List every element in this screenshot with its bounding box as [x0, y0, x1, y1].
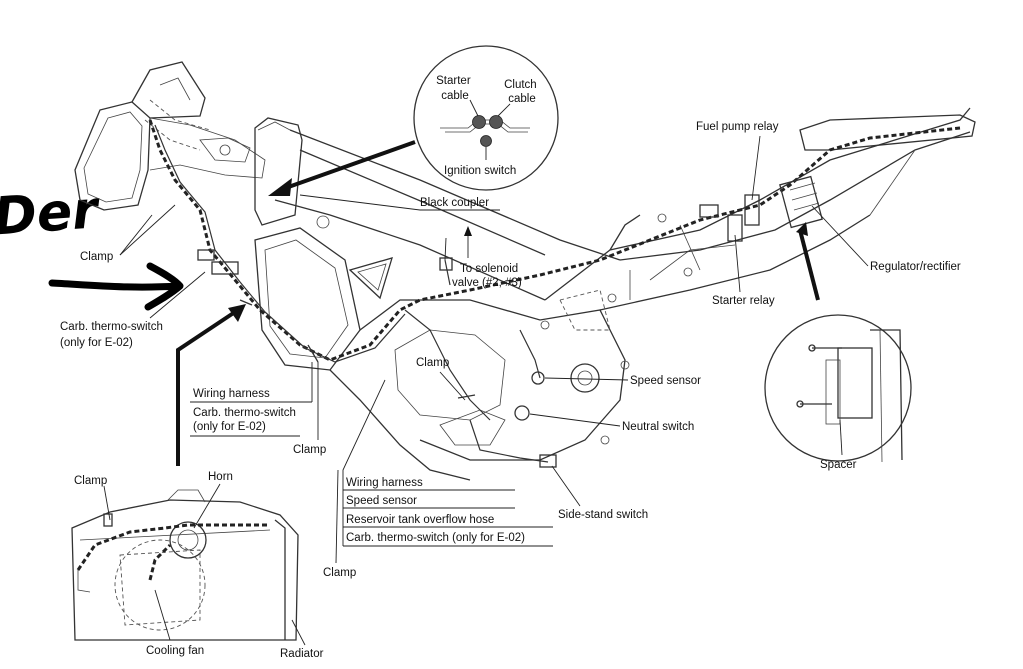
speed-sensor-box2-label: Speed sensor: [346, 495, 417, 507]
clamp-lower-label: Clamp: [293, 444, 326, 456]
ignition-switch-label: Ignition switch: [444, 165, 516, 177]
cooling-fan-label: Cooling fan: [146, 645, 204, 657]
clamp-front-label: Clamp: [80, 251, 113, 263]
radiator-label: Radiator: [280, 648, 324, 660]
motorcycle-frame: [254, 107, 976, 481]
to-solenoid-valve-label: To solenoid valve (#2, #3): [452, 263, 522, 289]
starter-cable-label: Starter cable: [436, 75, 474, 102]
reservoir-tank-overflow-hose-label: Reservoir tank overflow hose: [346, 514, 494, 526]
callout-arrows: [176, 140, 820, 466]
wiring-harness-routing: [148, 119, 961, 468]
wiring-harness-box2-label: Wiring harness: [346, 477, 423, 489]
regulator-mounting-detail: Spacer: [764, 314, 912, 471]
black-coupler-label: Black coupler: [420, 197, 489, 209]
carb-thermo-switch-box2-label: Carb. thermo-switch (only for E-02): [346, 532, 525, 544]
radiator-detail-inset: Clamp Horn Cooling fan Radiator: [71, 471, 324, 660]
clutch-cable-label: Clutch cable: [504, 79, 540, 105]
starter-relay-label: Starter relay: [712, 295, 775, 307]
wiring-harness-box1-label: Wiring harness: [193, 388, 270, 400]
clamp-bottom-label: Clamp: [323, 567, 356, 579]
callout-labels: Black coupler To solenoid valve (#2, #3)…: [60, 121, 961, 579]
speed-sensor-label: Speed sensor: [630, 375, 701, 387]
handwritten-arrow: [48, 262, 184, 311]
handwritten-scrawl: Der: [0, 180, 103, 247]
handwritten-marks: Der: [0, 180, 184, 311]
side-stand-switch-label: Side-stand switch: [558, 509, 648, 521]
carb-thermo-switch-left-label: Carb. thermo-switch (only for E-02): [60, 321, 166, 349]
fuel-pump-relay-label: Fuel pump relay: [696, 121, 779, 133]
clamp-center-label: Clamp: [416, 357, 449, 369]
cable-routing-detail: Starter cable Clutch cable Ignition swit…: [413, 45, 559, 191]
headlight-assembly: [74, 61, 266, 211]
carb-thermo-switch-box1-label: Carb. thermo-switch (only for E-02): [193, 407, 299, 433]
clamp-inset-label: Clamp: [74, 475, 107, 487]
spacer-label: Spacer: [820, 459, 857, 471]
neutral-switch-label: Neutral switch: [622, 421, 694, 433]
regulator-rectifier-label: Regulator/rectifier: [870, 261, 961, 273]
horn-label: Horn: [208, 471, 233, 483]
